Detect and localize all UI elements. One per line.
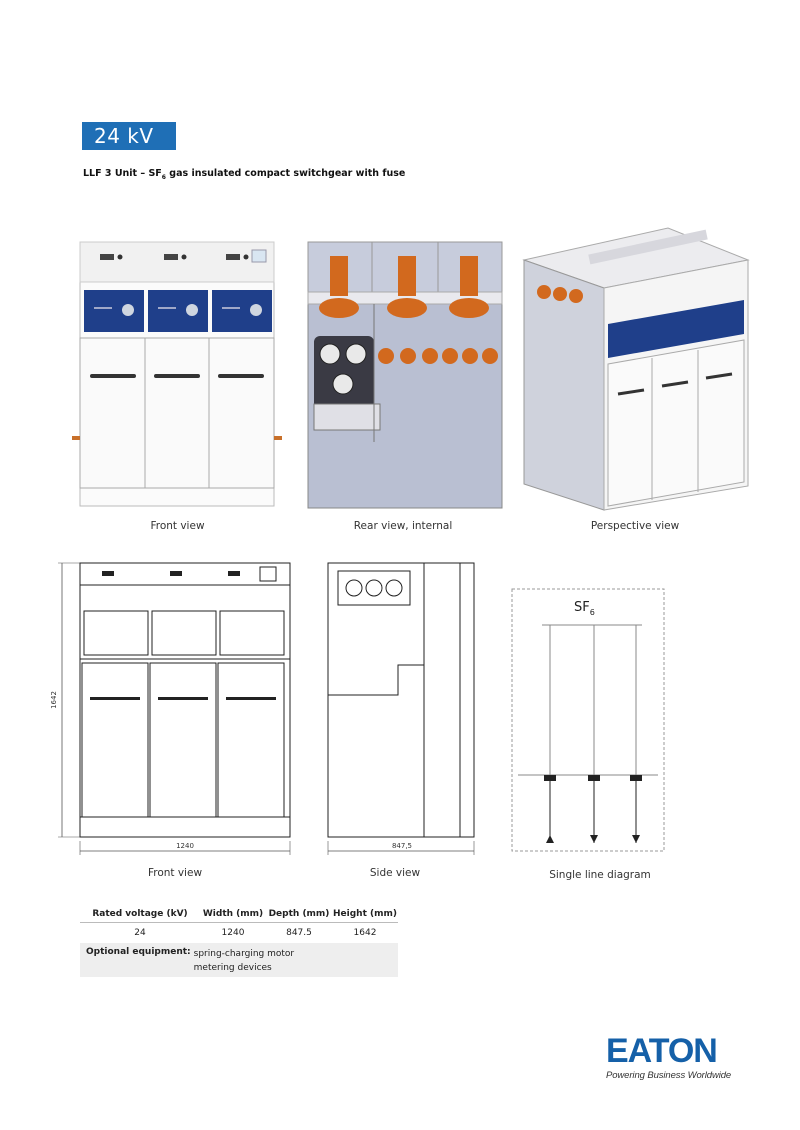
caption-front-view-photo: Front view <box>150 520 205 532</box>
spec-header-height: Height (mm) <box>333 908 397 919</box>
logo-tagline: Powering Business Worldwide <box>606 1070 732 1081</box>
caption-front-view-drawing: Front view <box>147 867 203 879</box>
front-view-photo <box>72 241 282 507</box>
diagram-gas-label: SF6 <box>574 600 595 617</box>
spec-header-width: Width (mm) <box>202 908 264 919</box>
caption-perspective-view: Perspective view <box>590 520 680 532</box>
voltage-badge: 24 kV <box>82 122 176 150</box>
rear-view-internal <box>307 241 503 509</box>
side-view-drawing: 847,5 <box>327 562 475 855</box>
spec-table-row: 24 1240 847.5 1642 <box>80 923 398 943</box>
spec-header-depth: Depth (mm) <box>268 908 330 919</box>
optional-item-metering: metering devices <box>193 963 272 973</box>
spec-table-header: Rated voltage (kV) Width (mm) Depth (mm)… <box>80 905 398 923</box>
perspective-view <box>522 227 750 511</box>
spec-header-voltage: Rated voltage (kV) <box>92 908 188 919</box>
dim-front-height: 1642 <box>50 691 58 709</box>
spec-value-depth: 847.5 <box>286 928 312 938</box>
single-line-diagram: SF6 <box>511 588 665 852</box>
optional-item-motor: spring-charging motor <box>193 949 295 959</box>
spec-table: Rated voltage (kV) Width (mm) Depth (mm)… <box>80 905 398 977</box>
front-view-drawing: 1642 1240 <box>50 562 291 855</box>
caption-side-view: Side view <box>369 867 421 879</box>
caption-single-line-diagram: Single line diagram <box>549 869 651 881</box>
spec-value-height: 1642 <box>353 928 377 938</box>
caption-rear-view: Rear view, internal <box>353 520 453 532</box>
spec-value-width: 1240 <box>221 928 245 938</box>
page-subtitle: LLF 3 Unit – SF6 gas insulated compact s… <box>83 168 406 181</box>
logo-wordmark: EATON <box>606 1032 718 1070</box>
eaton-logo: EATON Powering Business Worldwide <box>606 1034 752 1086</box>
optional-equipment-label: Optional equipment: <box>86 947 191 957</box>
dim-front-width: 1240 <box>176 842 194 850</box>
spec-value-voltage: 24 <box>134 928 146 938</box>
optional-equipment: Optional equipment: spring-charging moto… <box>80 943 398 977</box>
dim-side-depth: 847,5 <box>392 842 412 850</box>
